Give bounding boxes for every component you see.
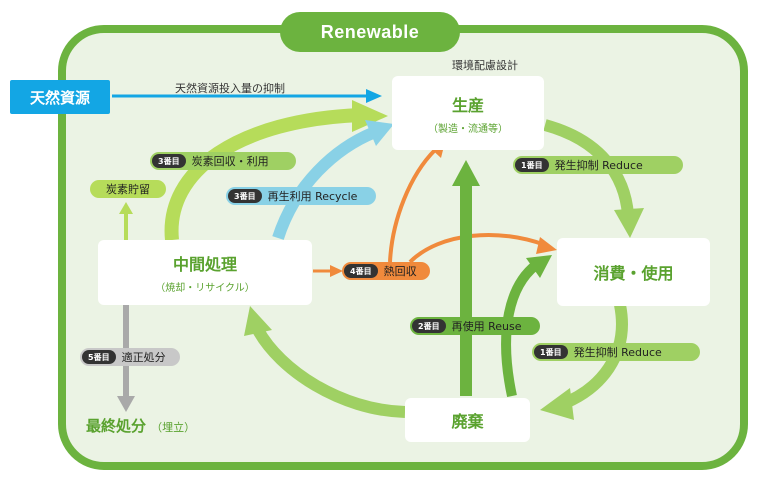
step-label: 発生抑制 Reduce [554, 159, 643, 172]
step-label: 発生抑制 Reduce [573, 346, 662, 359]
recycle-arrow [272, 126, 378, 240]
step-reduce-top: 1番目 発生抑制 Reduce [513, 156, 683, 174]
resource-reduction-label: 天然資源投入量の抑制 [175, 82, 285, 95]
production-title: 生産 [451, 95, 484, 115]
step-badge: 3番目 [228, 189, 262, 203]
production-subtitle: （製造・流通等） [428, 123, 508, 135]
consumption-node: 消費・使用 [557, 238, 710, 306]
step-carbon-recycle: 3番目 炭素回収・利用 [150, 152, 296, 170]
heat-to-production-arrow [388, 148, 437, 263]
disposal-to-intermediate-arrowhead [244, 306, 272, 336]
intermediate-to-heat-arrowhead [330, 265, 343, 277]
consumption-to-disposal-arrow [557, 303, 628, 411]
step-badge: 1番目 [534, 345, 568, 359]
renewable-title: Renewable [280, 12, 460, 52]
final-disposal-title: 最終処分 [86, 417, 147, 435]
heat-to-consumption-arrow [408, 232, 546, 264]
resource-input-arrowhead [366, 89, 382, 103]
step-reduce-bottom: 1番目 発生抑制 Reduce [532, 343, 700, 361]
carbon-recycle-arrow [164, 108, 361, 241]
disposal-title: 廃棄 [451, 412, 484, 431]
reuse-arrowhead [526, 255, 552, 278]
carbon-storage-arrowhead [119, 202, 133, 214]
consumption-to-disposal-arrowhead [540, 388, 574, 420]
step-label: 適正処分 [121, 351, 166, 364]
step-reuse: 2番目 再使用 Reuse [410, 317, 540, 335]
intermediate-subtitle: （焼却・リサイクル） [155, 283, 255, 294]
reuse-arrow [501, 261, 540, 398]
step-proper-disposal: 5番目 適正処分 [80, 348, 180, 366]
step-badge: 4番目 [344, 264, 378, 278]
step-label: 炭素回収・利用 [191, 155, 269, 168]
disposal-to-production-arrowhead [452, 160, 480, 186]
step-badge: 2番目 [412, 319, 446, 333]
eco-design-label: 環境配慮設計 [452, 59, 518, 72]
production-node: 生産 （製造・流通等） [392, 76, 544, 150]
consumption-title: 消費・使用 [593, 264, 674, 283]
disposal-to-intermediate-arrow [252, 326, 406, 418]
step-label: 熱回収 [383, 265, 417, 278]
step-badge: 5番目 [82, 350, 116, 364]
step-label: 再使用 Reuse [451, 320, 522, 333]
step-badge: 3番目 [152, 154, 186, 168]
proper-disposal-arrowhead [117, 396, 135, 412]
recycle-arrowhead [365, 120, 394, 146]
disposal-node: 廃棄 [405, 398, 530, 442]
final-disposal-subtitle: （埋立） [151, 421, 196, 434]
heat-to-consumption-arrowhead [536, 237, 557, 254]
intermediate-title: 中間処理 [172, 255, 237, 274]
step-recycle: 3番目 再生利用 Recycle [226, 187, 376, 205]
final-disposal-label: 最終処分 （埋立） [86, 415, 195, 436]
step-heat-recovery: 4番目 熱回収 [342, 262, 430, 280]
production-to-consumption-arrowhead [614, 208, 644, 238]
intermediate-node: 中間処理 （焼却・リサイクル） [98, 240, 312, 305]
natural-resource-box: 天然資源 [10, 80, 110, 114]
step-badge: 1番目 [515, 158, 549, 172]
step-label: 再生利用 Recycle [267, 190, 358, 203]
carbon-storage-label: 炭素貯留 [90, 180, 166, 198]
carbon-recycle-arrowhead [352, 100, 388, 132]
